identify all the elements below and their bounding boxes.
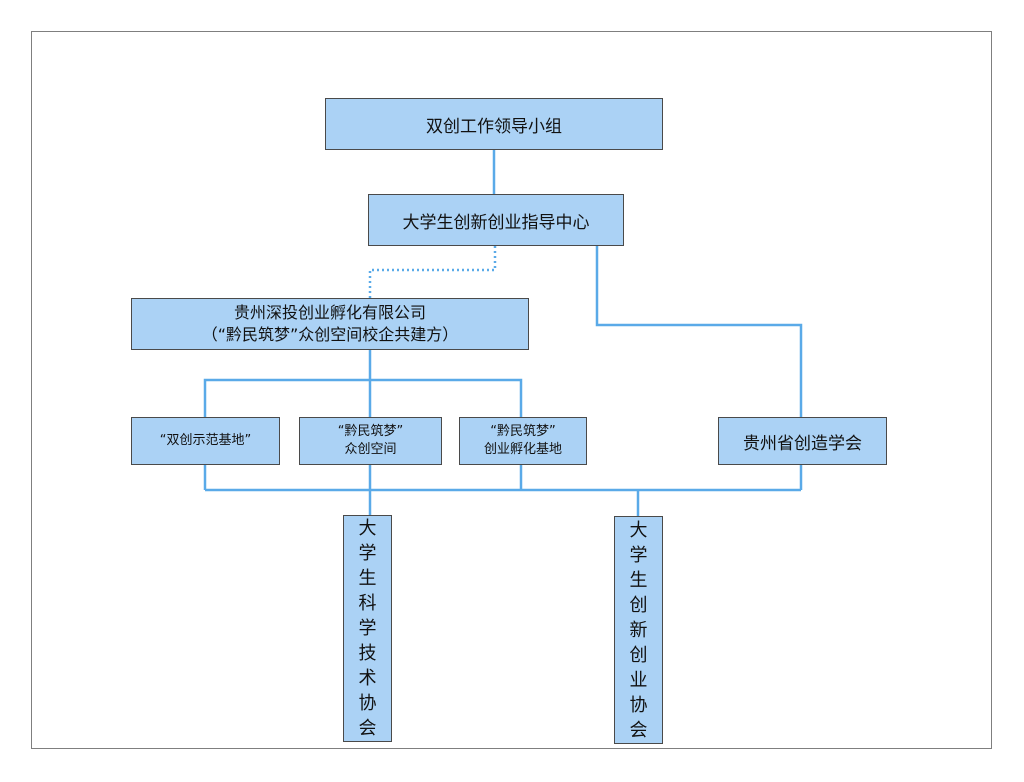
node-label: “双创示范基地”	[159, 433, 252, 448]
dotted-connector	[368, 246, 497, 298]
node-incubation-base: “黔民筑梦” 创业孵化基地	[459, 417, 587, 465]
node-entrepreneurship-association: 大 学 生 创 新 创 业 协 会	[614, 516, 663, 744]
node-guidance-center: 大学生创新创业指导中心	[368, 194, 624, 246]
node-label: 双创工作领导小组	[426, 116, 562, 137]
node-invention-society: 贵州省创造学会	[718, 417, 887, 465]
node-label-line1: 贵州深投创业孵化有限公司	[233, 303, 426, 322]
node-label-line2: 众创空间	[344, 442, 397, 457]
connector-center-to-society	[595, 246, 803, 417]
node-label-line1: “黔民筑梦”	[490, 424, 556, 439]
node-label: 大 学 生 创 新 创 业 协 会	[629, 519, 648, 741]
node-label-line2: 创业孵化基地	[483, 442, 562, 457]
connector-upper-bracket	[203, 378, 523, 417]
node-label: 大 学 生 科 学 技 术 协 会	[358, 518, 377, 739]
node-label: 贵州省创造学会	[743, 433, 862, 454]
node-label-line1: “黔民筑梦”	[337, 424, 404, 439]
node-demo-base: “双创示范基地”	[131, 417, 280, 465]
diagram-frame	[31, 31, 992, 749]
node-sci-tech-association: 大 学 生 科 学 技 术 协 会	[343, 515, 392, 742]
node-label-line2: （“黔民筑梦”众创空间校企共建方）	[201, 325, 459, 344]
node-leadership-group: 双创工作领导小组	[325, 98, 663, 150]
node-label: 大学生创新创业指导中心	[402, 212, 590, 233]
node-incubator: 贵州深投创业孵化有限公司 （“黔民筑梦”众创空间校企共建方）	[131, 298, 529, 350]
node-maker-space: “黔民筑梦” 众创空间	[299, 417, 442, 465]
